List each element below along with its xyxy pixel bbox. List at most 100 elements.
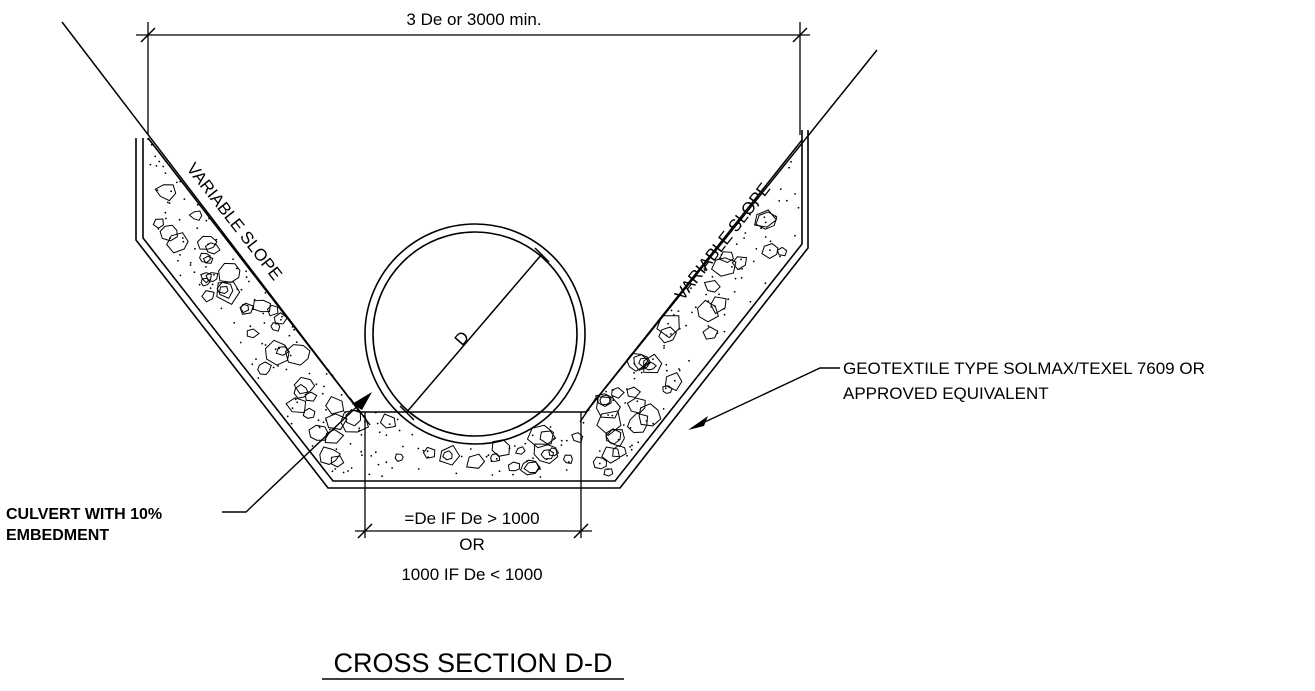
dot-hatch-mark: [498, 470, 501, 473]
dot-hatch-mark: [665, 369, 668, 372]
rock-hatch-mark: [626, 397, 646, 414]
dot-hatch-mark: [738, 268, 741, 270]
rock-hatch-mark: [603, 468, 614, 477]
dot-hatch-mark: [374, 451, 377, 454]
dot-hatch-mark: [198, 283, 201, 286]
dot-hatch-mark: [331, 470, 334, 473]
dot-hatch-mark: [245, 270, 248, 273]
rock-hatch-mark: [664, 371, 683, 392]
dot-hatch-mark: [545, 458, 548, 461]
dot-hatch-mark: [350, 467, 353, 469]
dot-hatch-mark: [385, 461, 388, 464]
rock-hatch-mark: [514, 446, 526, 455]
dot-hatch-mark: [264, 292, 267, 294]
rock-hatch-mark: [324, 429, 345, 444]
rock-hatch-mark: [710, 257, 737, 277]
dot-hatch-mark: [368, 473, 371, 476]
dot-hatch-mark: [786, 199, 788, 202]
rock-hatch-mark: [275, 346, 290, 356]
dot-hatch-mark: [774, 215, 777, 218]
dot-hatch-mark: [295, 341, 298, 344]
dot-hatch-mark: [763, 216, 766, 219]
rock-hatch-mark: [216, 281, 234, 299]
dot-hatch-mark: [711, 275, 714, 278]
dot-hatch-mark: [278, 347, 280, 350]
dot-hatch-mark: [731, 266, 733, 268]
dot-hatch-mark: [239, 341, 242, 344]
dot-hatch-mark: [685, 324, 687, 327]
dot-hatch-mark: [598, 462, 601, 465]
dot-hatch-mark: [293, 328, 295, 331]
dot-hatch: [149, 143, 800, 478]
dot-hatch-mark: [175, 181, 178, 184]
dot-hatch-mark: [277, 365, 279, 367]
dot-hatch-mark: [670, 333, 672, 335]
dot-hatch-mark: [157, 228, 160, 230]
dot-hatch-mark: [402, 445, 404, 448]
dot-hatch-mark: [794, 234, 796, 237]
trench-outline: [135, 130, 809, 489]
dot-hatch-mark: [385, 434, 388, 436]
bottom-dimension-line3: 1000 IF De < 1000: [401, 565, 542, 584]
dot-hatch-mark: [710, 306, 713, 308]
dot-hatch-mark: [757, 204, 760, 207]
dot-hatch-mark: [177, 259, 179, 262]
rock-hatch-mark: [379, 413, 397, 429]
rock-hatch-mark: [302, 407, 316, 419]
dot-hatch-mark: [196, 203, 199, 206]
dot-hatch-mark: [667, 322, 669, 325]
dot-hatch-mark: [495, 457, 498, 460]
dot-hatch-mark: [205, 219, 208, 222]
rock-hatch-mark: [205, 272, 219, 283]
dot-hatch-mark: [249, 325, 252, 328]
geotextile-note-line1: GEOTEXTILE TYPE SOLMAX/TEXEL 7609 OR: [843, 359, 1205, 378]
dot-hatch-mark: [360, 433, 363, 436]
dot-hatch-mark: [178, 218, 181, 221]
dot-hatch-mark: [565, 439, 568, 442]
dot-hatch-mark: [525, 460, 528, 463]
dot-hatch-mark: [252, 308, 255, 311]
dot-hatch-mark: [607, 414, 609, 416]
dot-hatch-mark: [196, 227, 199, 230]
dot-hatch-mark: [325, 408, 327, 411]
dot-hatch-mark: [248, 280, 250, 283]
rock-hatch-mark: [239, 302, 254, 315]
dot-hatch-mark: [678, 368, 680, 370]
dot-hatch-mark: [778, 200, 781, 202]
dot-hatch-mark: [723, 313, 726, 316]
dot-hatch-mark: [194, 247, 196, 250]
rock-hatch-mark: [490, 453, 501, 462]
rock-hatch-mark: [270, 322, 281, 332]
dot-hatch-mark: [251, 363, 254, 366]
dot-hatch-mark: [285, 368, 288, 371]
rock-hatch-mark: [592, 456, 608, 470]
dot-hatch-mark: [290, 422, 293, 425]
rock-hatch-mark: [539, 430, 557, 445]
rock-hatch-mark: [710, 296, 727, 315]
dot-hatch-mark: [411, 433, 414, 436]
rock-hatch-mark: [293, 383, 309, 399]
dot-hatch-mark: [733, 290, 736, 293]
dot-hatch-mark: [417, 468, 420, 470]
dot-hatch-mark: [665, 334, 668, 337]
dot-hatch-mark: [377, 463, 380, 466]
dot-hatch-mark: [232, 258, 235, 260]
dot-hatch-mark: [723, 330, 726, 333]
dot-hatch-mark: [663, 344, 665, 347]
rock-hatch-mark: [285, 397, 307, 414]
dot-hatch-mark: [485, 455, 488, 458]
rock-hatch-mark: [643, 361, 657, 371]
dot-hatch-mark: [318, 425, 320, 427]
dot-hatch-mark: [716, 332, 719, 334]
dot-hatch-mark: [760, 227, 762, 230]
dot-hatch-mark: [455, 472, 458, 475]
rock-hatch-mark: [507, 461, 521, 472]
dot-hatch-mark: [631, 444, 633, 447]
dot-hatch-mark: [182, 240, 185, 243]
dot-hatch-mark: [460, 455, 463, 458]
dot-hatch-mark: [641, 367, 643, 370]
rock-hatch-mark: [533, 443, 559, 465]
dot-hatch-mark: [388, 423, 391, 425]
dot-hatch-mark: [426, 450, 429, 453]
dot-hatch-mark: [549, 426, 552, 428]
